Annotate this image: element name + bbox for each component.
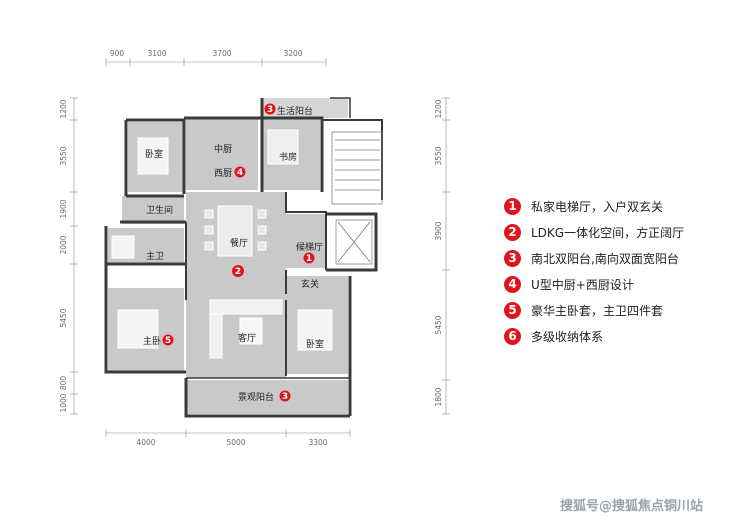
legend-number-badge: 4 xyxy=(504,275,521,293)
svg-text:3: 3 xyxy=(267,105,273,115)
dim-right-label: 3900 xyxy=(434,221,443,240)
dim-left-label: 1200 xyxy=(59,99,68,118)
room-label-elevator-lobby: 候梯厅 xyxy=(296,241,323,253)
room-label-bedroom-south: 卧室 xyxy=(306,338,324,350)
legend-item-text: 南北双阳台,南向双面宽阳台 xyxy=(531,251,679,266)
legend-number-badge: 3 xyxy=(504,249,521,267)
room-label-view-balcony: 景观阳台 xyxy=(238,391,274,403)
dim-left-label: 2000 xyxy=(59,235,68,254)
legend-item-text: LDKG一体化空间，方正阔厅 xyxy=(531,225,685,240)
legend-number-badge: 2 xyxy=(504,223,521,241)
plan-badge: 3 xyxy=(264,103,276,115)
plan-badge: 2 xyxy=(232,265,244,277)
dim-top-label: 3200 xyxy=(283,49,302,58)
legend-item: 2 LDKG一体化空间，方正阔厅 xyxy=(504,222,734,242)
dim-right-label: 5450 xyxy=(434,315,443,334)
dim-left-label: 800 xyxy=(59,376,68,391)
dim-bottom-label: 5000 xyxy=(226,438,245,447)
watermark: 搜狐号@搜狐焦点铜川站 xyxy=(560,499,704,514)
dimensions-left: 1200 3550 1900 2000 5450 1000 800 xyxy=(59,99,68,412)
feature-legend: 1 私家电梯厅，入户双玄关 2 LDKG一体化空间，方正阔厅 3 南北双阳台,南… xyxy=(504,196,734,352)
dim-top-label: 900 xyxy=(110,49,125,58)
legend-item-text: 豪华主卧套，主卫四件套 xyxy=(531,303,664,318)
legend-item: 3 南北双阳台,南向双面宽阳台 xyxy=(504,248,734,268)
room-label-bedroom-north: 卧室 xyxy=(145,148,163,160)
room-label-living-room: 客厅 xyxy=(238,332,256,344)
dimension-lines xyxy=(70,58,450,437)
dim-top-label: 3700 xyxy=(212,49,231,58)
plan-badge: 1 xyxy=(303,252,315,264)
stairwell xyxy=(331,131,383,265)
walls xyxy=(104,97,383,418)
room-label-foyer: 玄关 xyxy=(301,278,319,290)
room-label-central-kitchen: 中厨 xyxy=(214,143,232,155)
dimensions-right: 1200 3550 3900 5450 1800 xyxy=(434,99,443,406)
legend-item: 1 私家电梯厅，入户双玄关 xyxy=(504,196,734,216)
legend-number-badge: 1 xyxy=(504,197,521,215)
legend-number-badge: 5 xyxy=(504,301,521,319)
legend-item-text: U型中厨+西厨设计 xyxy=(531,277,634,292)
svg-text:2: 2 xyxy=(235,267,241,277)
dim-right-label: 3550 xyxy=(434,146,443,165)
dim-left-label: 3550 xyxy=(59,146,68,165)
svg-text:1: 1 xyxy=(306,254,312,264)
legend-item-text: 多级收纳体系 xyxy=(531,329,604,344)
dim-right-label: 1200 xyxy=(434,99,443,118)
legend-item: 5 豪华主卧套，主卫四件套 xyxy=(504,300,734,320)
dim-left-label: 1000 xyxy=(59,393,68,412)
room-labels: 生活阳台 卧室 中厨 书房 西厨 卫生间 餐厅 候梯厅 主卫 玄关 客厅 卧室 … xyxy=(143,105,324,403)
room-label-study: 书房 xyxy=(279,151,297,163)
dim-bottom-label: 3300 xyxy=(308,438,327,447)
dimensions-top: 900 3100 3700 3200 xyxy=(110,49,303,58)
plan-badge: 5 xyxy=(162,334,174,346)
legend-item: 6 多级收纳体系 xyxy=(504,326,734,346)
room-label-dining: 餐厅 xyxy=(230,237,248,249)
plan-badge: 4 xyxy=(234,166,246,178)
furniture xyxy=(111,129,333,359)
svg-text:5: 5 xyxy=(165,336,171,346)
dimensions-bottom: 4000 5000 3300 xyxy=(136,438,327,447)
dim-right-label: 1800 xyxy=(434,387,443,406)
legend-item-text: 私家电梯厅，入户双玄关 xyxy=(531,199,664,214)
svg-text:4: 4 xyxy=(237,168,243,178)
dim-top-label: 3100 xyxy=(147,49,166,58)
room-label-living-balcony: 生活阳台 xyxy=(277,105,313,117)
legend-number-badge: 6 xyxy=(504,327,521,345)
plan-badge: 3 xyxy=(279,390,291,402)
plan-badges: 3 4 1 2 5 3 xyxy=(162,103,315,402)
svg-text:3: 3 xyxy=(282,392,288,402)
room-label-master-suite: 主卧 xyxy=(143,335,161,347)
room-label-western-kitchen: 西厨 xyxy=(214,168,232,179)
dim-left-label: 1900 xyxy=(59,199,68,218)
dim-bottom-label: 4000 xyxy=(136,438,155,447)
room-label-master-bath: 主卫 xyxy=(146,250,164,262)
room-label-washroom: 卫生间 xyxy=(146,204,173,216)
legend-item: 4 U型中厨+西厨设计 xyxy=(504,274,734,294)
dim-left-label: 5450 xyxy=(59,308,68,327)
